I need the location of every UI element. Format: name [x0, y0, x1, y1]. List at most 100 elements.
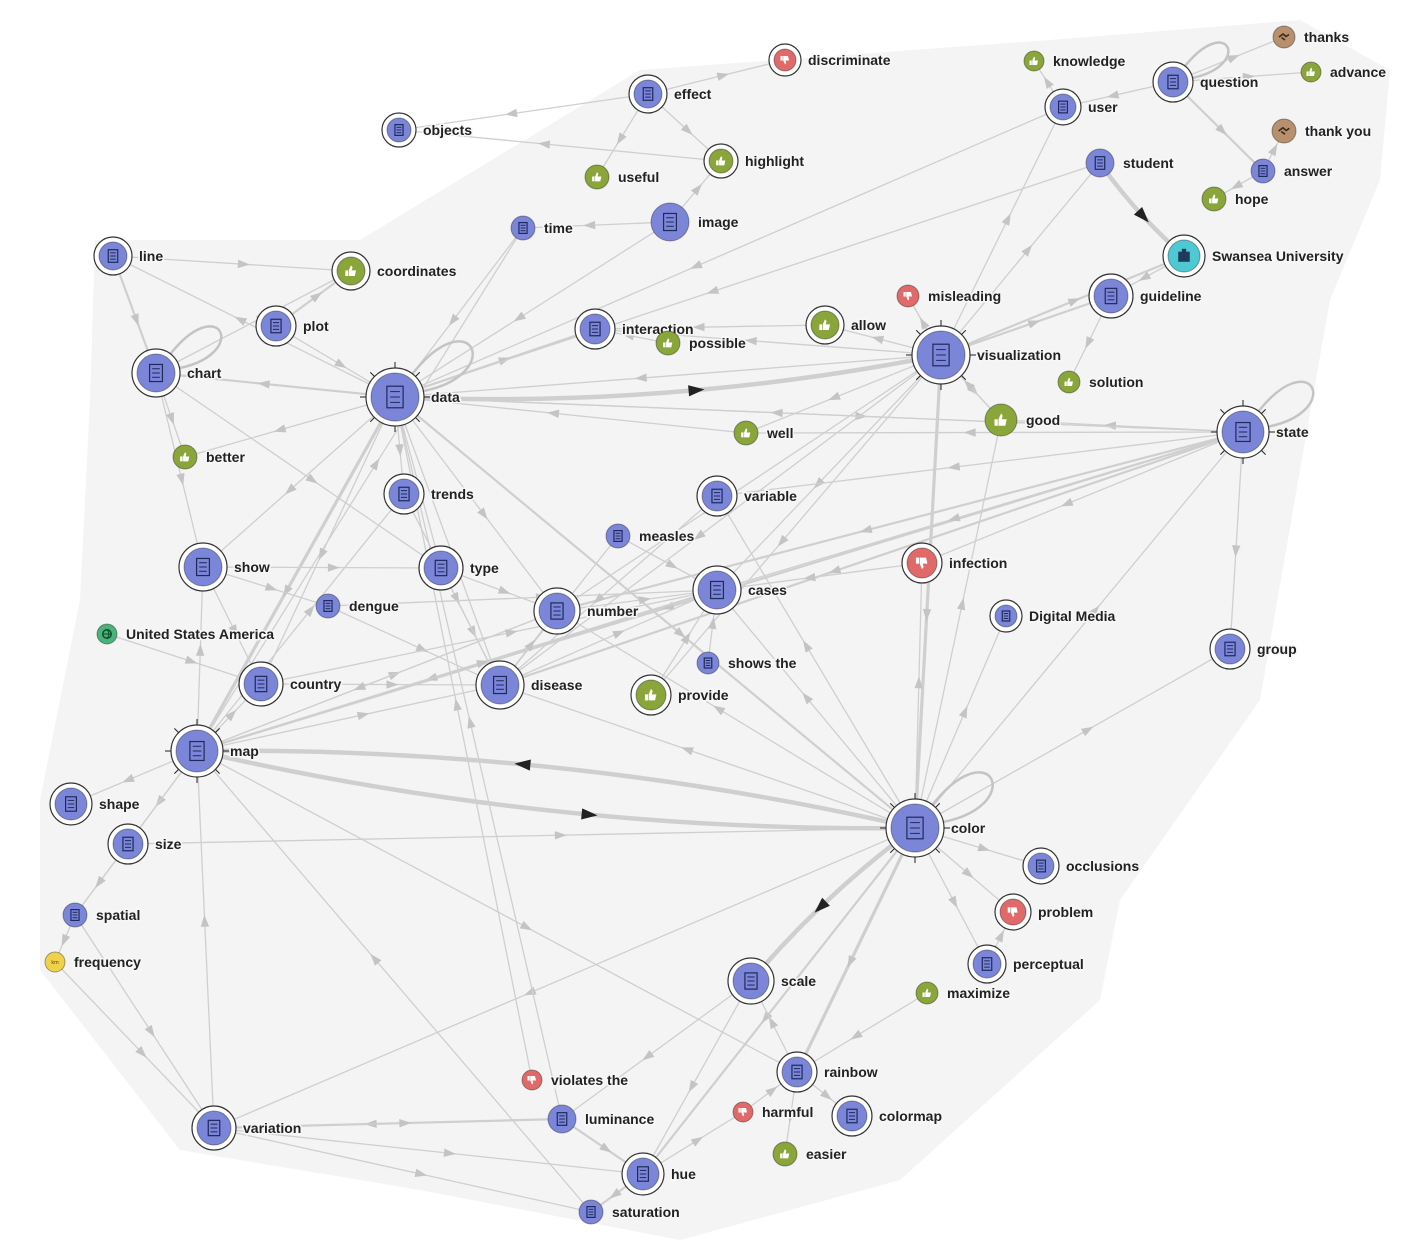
node-digital-media[interactable]: Digital Media: [989, 599, 1117, 633]
node-better[interactable]: better: [172, 444, 247, 470]
node-variation[interactable]: variation: [191, 1105, 303, 1151]
node-united-states[interactable]: United States America: [96, 623, 276, 645]
edge-arrow-highlight-objects: [537, 140, 551, 149]
node-time[interactable]: time: [510, 215, 575, 241]
node-perceptual[interactable]: perceptual: [967, 944, 1085, 984]
node-misleading[interactable]: misleading: [896, 284, 1003, 308]
node-rainbow[interactable]: rainbow: [776, 1051, 879, 1093]
node-easier[interactable]: easier: [772, 1141, 849, 1167]
node-group[interactable]: group: [1209, 628, 1298, 670]
edge-arrow-saturation-map: [370, 953, 382, 966]
node-number[interactable]: number: [533, 587, 640, 635]
node-color[interactable]: color: [880, 793, 987, 863]
node-label: occlusions: [1066, 858, 1139, 874]
node-disease[interactable]: disease: [475, 660, 584, 710]
edge-arrow-state-good: [1103, 421, 1117, 430]
node-thanks[interactable]: thanks: [1272, 25, 1351, 49]
node-dengue[interactable]: dengue: [315, 593, 400, 619]
node-label: trends: [431, 486, 474, 502]
node-advance[interactable]: advance: [1300, 61, 1388, 83]
edge-arrow-data-trends: [395, 443, 404, 457]
document-icon: [1094, 156, 1106, 170]
node-well[interactable]: well: [733, 420, 795, 446]
edge-arrow-rainbow-scale: [768, 1016, 779, 1030]
node-chart[interactable]: chart: [131, 348, 223, 398]
node-useful[interactable]: useful: [584, 164, 661, 190]
node-data[interactable]: data: [360, 362, 462, 432]
node-cases[interactable]: cases: [692, 565, 789, 615]
node-knowledge[interactable]: knowledge: [1023, 50, 1127, 72]
node-map[interactable]: map: [165, 719, 260, 783]
node-violates-the[interactable]: violates the: [521, 1069, 630, 1091]
node-discriminate[interactable]: discriminate: [768, 43, 892, 77]
node-trends[interactable]: trends: [383, 473, 476, 515]
edge-arrow-perceptual-problem: [994, 930, 1004, 943]
node-effect[interactable]: effect: [628, 74, 713, 114]
node-variable[interactable]: variable: [696, 475, 799, 517]
node-infection[interactable]: infection: [901, 542, 1009, 584]
node-size[interactable]: size: [107, 823, 183, 865]
node-shows-the[interactable]: shows the: [696, 651, 798, 675]
node-colormap[interactable]: colormap: [831, 1095, 944, 1137]
node-highlight[interactable]: highlight: [703, 143, 806, 179]
node-question[interactable]: question: [1152, 61, 1260, 103]
node-image[interactable]: image: [650, 202, 740, 242]
node-provide[interactable]: provide: [630, 674, 730, 716]
node-swansea[interactable]: Swansea University: [1162, 234, 1345, 278]
node-interaction[interactable]: interaction: [574, 308, 695, 350]
node-allow[interactable]: allow: [805, 305, 888, 345]
node-plot[interactable]: plot: [255, 305, 330, 347]
node-possible[interactable]: possible: [655, 330, 748, 356]
node-thank-you[interactable]: thank you: [1271, 118, 1373, 144]
node-show[interactable]: show: [178, 542, 271, 592]
edge-dengue-cases: [327, 589, 718, 607]
node-student[interactable]: student: [1085, 148, 1175, 178]
node-type[interactable]: type: [418, 545, 501, 591]
node-spatial[interactable]: spatial: [62, 902, 142, 928]
node-tick: [1220, 409, 1225, 414]
node-coordinates[interactable]: coordinates: [331, 251, 458, 291]
edge-arrow-luminance-hue: [599, 1142, 612, 1153]
node-state[interactable]: state: [1211, 400, 1310, 464]
node-problem[interactable]: problem: [994, 893, 1095, 931]
document-icon: [1235, 421, 1251, 443]
edge-arrow-type-number: [497, 585, 511, 594]
node-answer[interactable]: answer: [1250, 158, 1334, 184]
node-maximize[interactable]: maximize: [915, 981, 1012, 1005]
node-label: Digital Media: [1029, 608, 1116, 624]
node-solution[interactable]: solution: [1057, 370, 1145, 394]
node-user[interactable]: user: [1044, 88, 1120, 126]
node-line[interactable]: line: [93, 236, 165, 276]
edge-state-infection: [921, 431, 1244, 564]
document-icon: [254, 675, 268, 693]
thumbs-up-icon: [994, 413, 1007, 426]
document-icon: [107, 249, 119, 263]
node-good[interactable]: good: [984, 403, 1062, 437]
edge-arrow-well-data: [546, 409, 560, 418]
edge-arrow-chart-better: [166, 412, 174, 425]
edge-data-map: [195, 396, 397, 752]
node-tick: [174, 728, 179, 733]
node-label: shows the: [728, 655, 797, 671]
node-guideline[interactable]: guideline: [1088, 273, 1203, 319]
node-visualization[interactable]: visualization: [906, 320, 1063, 390]
document-icon: [932, 343, 950, 367]
node-label: disease: [531, 677, 583, 693]
node-saturation[interactable]: saturation: [578, 1199, 681, 1225]
edge-arrow-allow-interaction: [692, 322, 705, 332]
node-occlusions[interactable]: occlusions: [1022, 847, 1141, 885]
thumbs-down-icon: [738, 1108, 747, 1117]
node-scale[interactable]: scale: [727, 957, 818, 1005]
node-hue[interactable]: hue: [621, 1152, 698, 1196]
node-shape[interactable]: shape: [49, 782, 141, 826]
node-measles[interactable]: measles: [605, 523, 696, 549]
edge-arrow-state-variable: [947, 462, 961, 471]
node-objects[interactable]: objects: [381, 112, 474, 148]
node-luminance[interactable]: luminance: [547, 1104, 656, 1134]
thumbs-up-icon: [592, 172, 602, 182]
node-country[interactable]: country: [238, 661, 343, 707]
node-hope[interactable]: hope: [1201, 186, 1270, 212]
node-harmful[interactable]: harmful: [732, 1101, 815, 1123]
